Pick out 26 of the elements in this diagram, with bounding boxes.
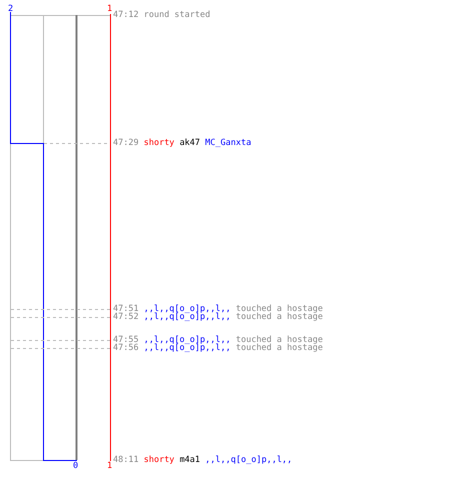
player-name: ,,l,,q[o_o]p,,l,, <box>144 343 231 353</box>
count-label: 0 <box>73 462 78 471</box>
count-label: 2 <box>8 5 14 14</box>
event-text: touched a hostage <box>236 304 323 314</box>
count-label: 1 <box>107 5 112 14</box>
timestamp: 47:52 <box>113 312 139 322</box>
event-text: touched a hostage <box>236 312 323 322</box>
event-text: round started <box>144 10 210 20</box>
count-label: 1 <box>107 462 112 471</box>
timestamp: 47:56 <box>113 343 139 353</box>
player-name: MC_Ganxta <box>205 138 252 148</box>
event-text: touched a hostage <box>236 335 323 345</box>
player-name: ,,l,,q[o_o]p,,l,, <box>144 312 231 322</box>
player-name: ,,l,,q[o_o]p,,l,, <box>144 335 231 345</box>
event-text: touched a hostage <box>236 343 323 353</box>
player-name: ,,l,,q[o_o]p,,l,, <box>144 304 231 314</box>
weapon-name: m4a1 <box>180 455 200 465</box>
weapon-name: ak47 <box>180 138 200 148</box>
player-name: shorty <box>144 138 174 148</box>
timestamp: 47:51 <box>113 304 139 314</box>
timestamp: 47:55 <box>113 335 139 345</box>
timestamp: 47:29 <box>113 138 139 148</box>
timestamp: 48:11 <box>113 455 139 465</box>
player-name: ,,l,,q[o_o]p,,l,, <box>205 455 292 465</box>
timestamp: 47:12 <box>113 10 139 20</box>
player-name: shorty <box>144 455 174 465</box>
